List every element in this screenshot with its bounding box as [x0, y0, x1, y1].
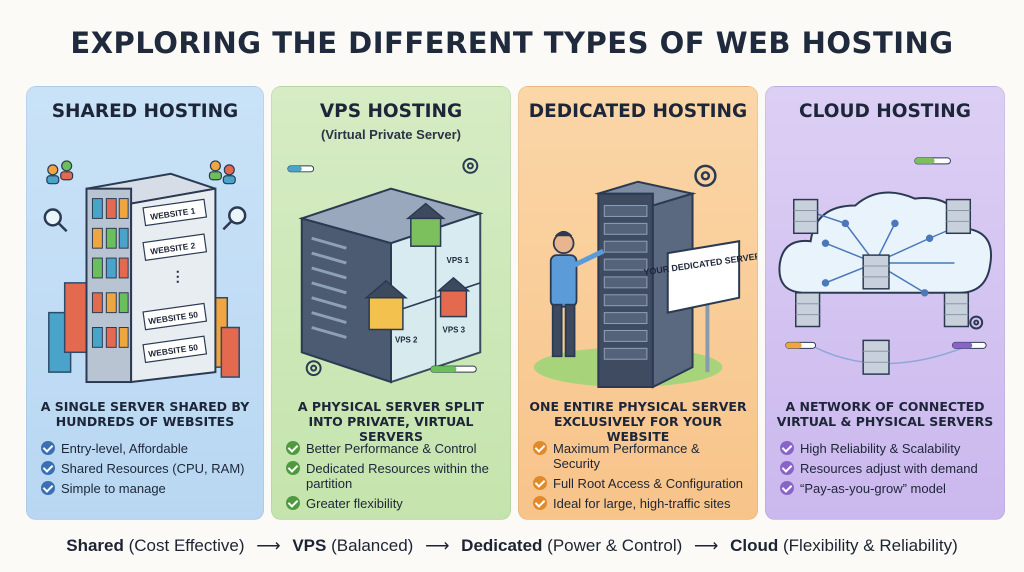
panel-vps-hosting: VPS HOSTING (Virtual Private Server) VPS…: [271, 86, 511, 520]
check-icon: [41, 441, 55, 455]
panel-title: DEDICATED HOSTING: [528, 101, 748, 122]
server-rack-icon: [298, 187, 484, 384]
footer-item-desc: (Cost Effective): [128, 536, 245, 555]
feature-item: Maximum Performance & Security: [533, 441, 749, 471]
dedicated-server-illustration: YOUR DEDICATED SERVER: [533, 164, 757, 389]
feature-text: Resources adjust with demand: [800, 461, 978, 476]
footer-item-name: Cloud: [730, 536, 779, 555]
check-icon: [286, 496, 300, 510]
page-title: EXPLORING THE DIFFERENT TYPES OF WEB HOS…: [70, 26, 954, 60]
feature-list: High Reliability & Scalability Resources…: [780, 441, 996, 501]
users-icon: [208, 160, 236, 185]
vps-server-illustration: VPS 1 VPS 2 VPS 3: [287, 157, 484, 384]
person-icon: [549, 230, 605, 358]
panel-subtitle: (Virtual Private Server): [321, 127, 461, 142]
arrow-icon: ⟶: [694, 536, 719, 555]
panel-summary: A NETWORK OF CONNECTED VIRTUAL & PHYSICA…: [776, 399, 994, 429]
feature-text: Better Performance & Control: [306, 441, 477, 456]
feature-item: Resources adjust with demand: [780, 461, 996, 476]
panel-dedicated-hosting: DEDICATED HOSTING YOUR DEDICATED SERVE: [518, 86, 758, 520]
feature-list: Maximum Performance & Security Full Root…: [533, 441, 749, 516]
feature-list: Better Performance & Control Dedicated R…: [286, 441, 502, 516]
check-icon: [41, 461, 55, 475]
server-rack-icon: [85, 172, 217, 384]
check-icon: [286, 461, 300, 475]
feature-item: Simple to manage: [41, 481, 255, 496]
feature-text: Maximum Performance & Security: [553, 441, 700, 471]
feature-list: Entry-level, Affordable Shared Resources…: [41, 441, 255, 501]
house-icon: [364, 279, 408, 331]
check-icon: [780, 441, 794, 455]
feature-item: Entry-level, Affordable: [41, 441, 255, 456]
footer-item-desc: (Balanced): [331, 536, 414, 555]
server-rack-icon: [594, 180, 697, 389]
footer-item-desc: (Power & Control): [547, 536, 683, 555]
server-stack-icon: [793, 198, 972, 375]
feature-item: Shared Resources (CPU, RAM): [41, 461, 255, 476]
panel-title: VPS HOSTING: [319, 101, 463, 122]
feature-text: Simple to manage: [61, 481, 166, 496]
footer-item-name: Shared: [66, 536, 124, 555]
panel-title: SHARED HOSTING: [51, 101, 239, 122]
sign-icon: YOUR DEDICATED SERVER: [643, 240, 757, 373]
magnifier-icon: [43, 208, 68, 233]
feature-text: High Reliability & Scalability: [800, 441, 961, 456]
arrow-icon: ⟶: [425, 536, 450, 555]
feature-text: Greater flexibility: [306, 496, 403, 511]
check-icon: [286, 441, 300, 455]
check-icon: [533, 476, 547, 490]
gear-icon: [694, 164, 717, 187]
vps-label: VPS 3: [443, 325, 466, 334]
panel-summary: A SINGLE SERVER SHARED BY HUNDREDS OF WE…: [40, 399, 250, 429]
feature-item: “Pay-as-you-grow” model: [780, 481, 996, 496]
gear-icon: [969, 315, 984, 330]
shared-server-illustration: WEBSITE 1 WEBSITE 2 ⋮ WEBSITE 50 WEBSITE…: [43, 160, 247, 384]
panel-summary: ONE ENTIRE PHYSICAL SERVER EXCLUSIVELY F…: [529, 399, 747, 444]
vps-label: VPS 1: [447, 256, 470, 265]
feature-item: Dedicated Resources within the partition: [286, 461, 502, 491]
cloud-network-illustration: [778, 157, 993, 375]
panel-summary: A PHYSICAL SERVER SPLIT INTO PRIVATE, VI…: [297, 399, 485, 444]
feature-text: Dedicated Resources within the partition: [306, 461, 489, 491]
footer-item-desc: (Flexibility & Reliability): [783, 536, 958, 555]
house-icon: [405, 202, 446, 247]
check-icon: [533, 441, 547, 455]
vps-label: VPS 2: [395, 335, 418, 344]
arrow-icon: ⟶: [256, 536, 281, 555]
footer-item-name: VPS: [292, 536, 327, 555]
check-icon: [780, 481, 794, 495]
users-icon: [46, 160, 74, 185]
feature-text: Ideal for large, high-traffic sites: [553, 496, 731, 511]
svg-text:⋮: ⋮: [171, 268, 185, 284]
feature-text: “Pay-as-you-grow” model: [800, 481, 946, 496]
feature-item: Greater flexibility: [286, 496, 502, 511]
footer-item-name: Dedicated: [461, 536, 543, 555]
feature-item: Better Performance & Control: [286, 441, 502, 456]
check-icon: [533, 496, 547, 510]
check-icon: [780, 461, 794, 475]
feature-text: Shared Resources (CPU, RAM): [61, 461, 245, 476]
gear-icon: [462, 157, 479, 174]
feature-text: Entry-level, Affordable: [61, 441, 188, 456]
hosting-progression-footer: Shared (Cost Effective) ⟶ VPS (Balanced)…: [0, 536, 1024, 556]
feature-item: Full Root Access & Configuration: [533, 476, 749, 491]
panel-title: CLOUD HOSTING: [799, 101, 971, 122]
magnifier-icon: [222, 206, 247, 231]
check-icon: [41, 481, 55, 495]
house-icon: [436, 276, 471, 318]
feature-text: Full Root Access & Configuration: [553, 476, 744, 491]
panel-cloud-hosting: CLOUD HOSTING: [765, 86, 1005, 520]
feature-item: High Reliability & Scalability: [780, 441, 996, 456]
gear-icon: [305, 360, 322, 377]
panel-shared-hosting: SHARED HOSTING WEBSITE 1 WEB: [26, 86, 264, 520]
feature-item: Ideal for large, high-traffic sites: [533, 496, 749, 511]
